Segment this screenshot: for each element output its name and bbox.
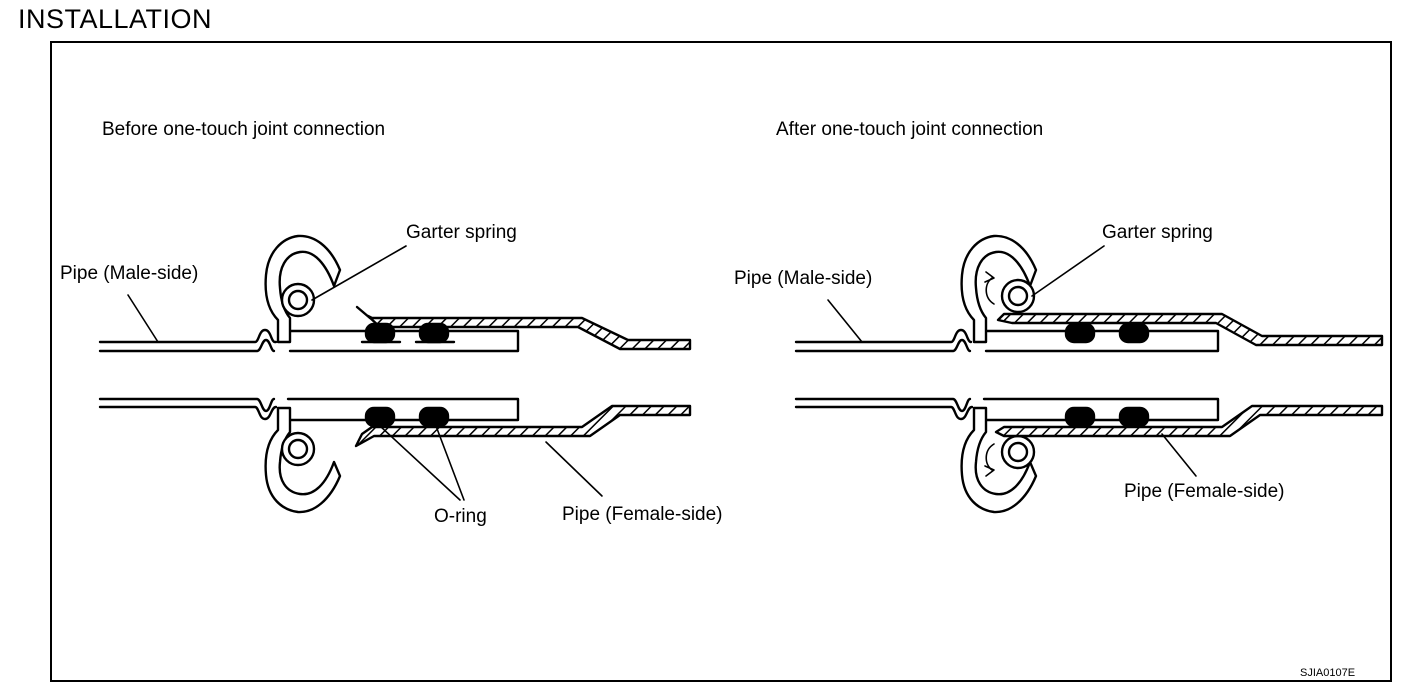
o-ring-top-after-2 <box>1118 322 1150 344</box>
female-pipe-bottom-after <box>994 404 1384 438</box>
o-ring-top-1 <box>364 322 396 344</box>
before-female-label: Pipe (Female-side) <box>562 504 723 525</box>
upper-clip <box>264 234 342 344</box>
after-diagram <box>794 234 1384 514</box>
figure-frame <box>50 41 1392 682</box>
female-leader-after <box>1161 433 1197 477</box>
female-pipe-top <box>366 314 692 351</box>
oring-leader-2 <box>435 425 465 501</box>
male-pipe-top-wall <box>98 328 278 344</box>
o-ring-bottom-1 <box>364 406 396 428</box>
o-ring-top-2 <box>418 322 450 344</box>
o-ring-bottom-after-2 <box>1118 406 1150 428</box>
spring-leader-after <box>1031 245 1105 297</box>
female-leader <box>545 441 603 497</box>
lower-garter-spring <box>280 431 316 467</box>
lower-clip <box>264 406 342 514</box>
o-ring-top-after-1 <box>1064 322 1096 344</box>
after-caption: After one-touch joint connection <box>776 119 1043 140</box>
male-leader-after <box>827 299 863 343</box>
upper-garter-spring-after <box>1000 278 1036 314</box>
before-spring-label: Garter spring <box>406 222 517 243</box>
o-ring-bottom-2 <box>418 406 450 428</box>
before-male-label: Pipe (Male-side) <box>60 263 198 284</box>
figure-code: SJIA0107E <box>1300 667 1355 679</box>
oring-leader-1 <box>379 425 461 501</box>
o-ring-bottom-after-1 <box>1064 406 1096 428</box>
female-pipe-bottom <box>354 404 692 448</box>
lower-garter-spring-after <box>1000 434 1036 470</box>
after-female-label: Pipe (Female-side) <box>1124 481 1285 502</box>
male-pipe-bottom-wall <box>98 397 276 413</box>
before-oring-label: O-ring <box>434 506 487 527</box>
female-pipe-top-after <box>996 312 1384 347</box>
upper-garter-spring <box>280 282 316 318</box>
section-heading: INSTALLATION <box>18 4 213 34</box>
before-caption: Before one-touch joint connection <box>102 119 385 140</box>
spring-leader <box>311 245 407 301</box>
before-diagram <box>98 234 692 514</box>
male-leader <box>127 294 159 343</box>
after-male-label: Pipe (Male-side) <box>734 268 872 289</box>
after-spring-label: Garter spring <box>1102 222 1213 243</box>
